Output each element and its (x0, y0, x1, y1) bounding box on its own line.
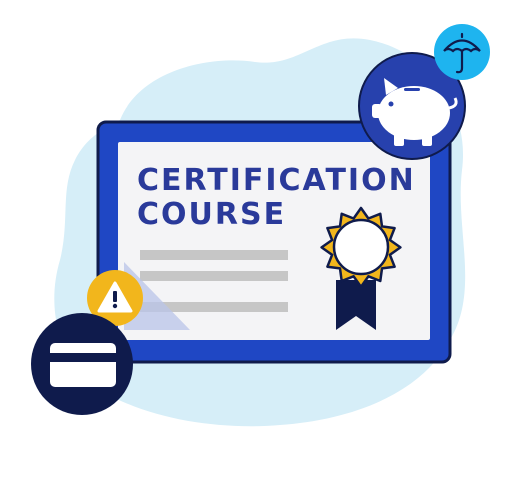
credit-card-badge (31, 313, 133, 415)
warning-icon (97, 281, 133, 313)
text-line (140, 271, 288, 281)
credit-card-icon (50, 343, 116, 387)
certificate-title-line2: COURSE (137, 197, 287, 232)
piggy-bank-badge (358, 52, 466, 160)
umbrella-icon (443, 32, 481, 74)
certificate-title-line1: CERTIFICATION (137, 163, 416, 198)
award-ribbon-icon (320, 206, 402, 330)
piggy-bank-icon (372, 78, 458, 146)
umbrella-badge (434, 24, 490, 80)
warning-badge (87, 270, 143, 326)
text-line (140, 302, 288, 312)
text-line (140, 250, 288, 260)
decorative-triangle (124, 262, 190, 330)
